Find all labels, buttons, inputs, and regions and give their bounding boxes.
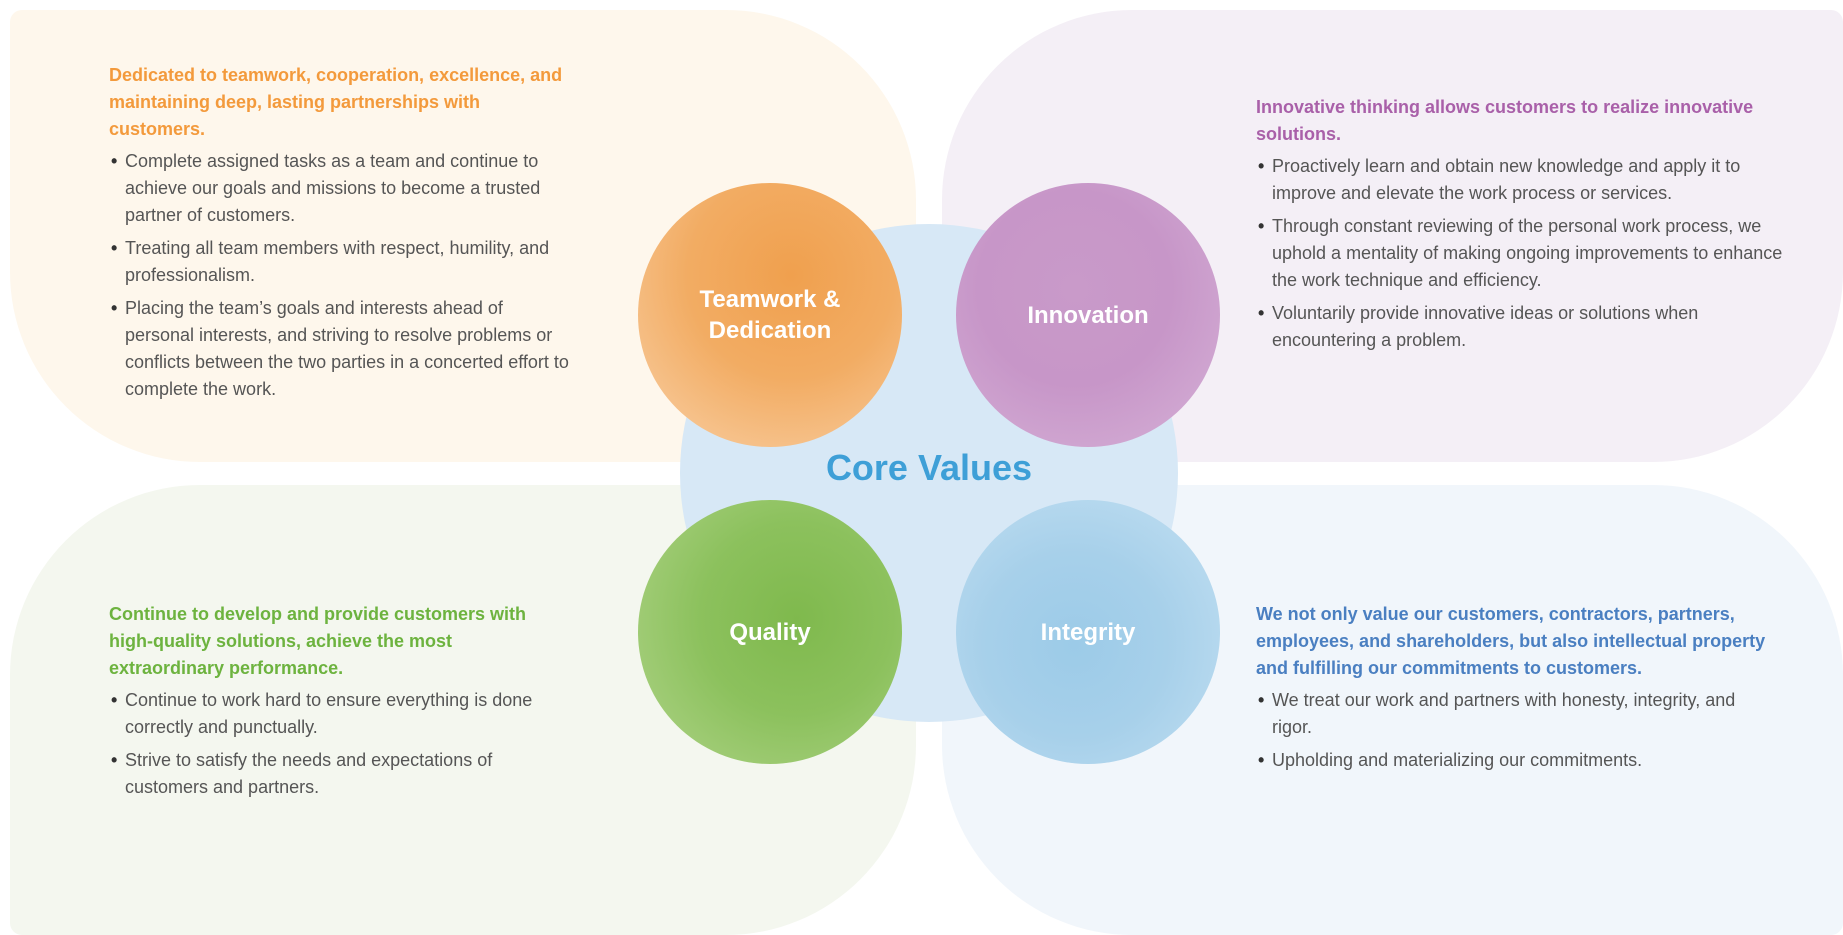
- teamwork-circle-label: Teamwork & Dedication: [699, 286, 841, 344]
- core-values-title: Core Values: [825, 447, 1033, 488]
- innovation-bullet-1: Proactively learn and obtain new knowled…: [1256, 153, 1786, 207]
- integrity-circle: Integrity: [956, 500, 1220, 764]
- integrity-description: We not only value our customers, contrac…: [1256, 601, 1776, 780]
- teamwork-description: Dedicated to teamwork, cooperation, exce…: [109, 62, 569, 409]
- teamwork-headline: Dedicated to teamwork, cooperation, exce…: [109, 65, 563, 139]
- integrity-circle-label: Integrity: [1040, 618, 1136, 646]
- teamwork-bullet-3: Placing the team’s goals and interests a…: [109, 295, 569, 403]
- quality-circle: Quality: [638, 500, 902, 764]
- innovation-bullet-3: Voluntarily provide innovative ideas or …: [1256, 300, 1786, 354]
- integrity-bullet-2: Upholding and materializing our commitme…: [1256, 747, 1776, 774]
- integrity-bullet-list: We treat our work and partners with hone…: [1256, 687, 1776, 774]
- innovation-headline: Innovative thinking allows customers to …: [1256, 97, 1754, 144]
- quality-bullet-1: Continue to work hard to ensure everythi…: [109, 687, 569, 741]
- quality-bullet-2: Strive to satisfy the needs and expectat…: [109, 747, 569, 801]
- quality-headline: Continue to develop and provide customer…: [109, 604, 527, 678]
- quality-circle-label: Quality: [729, 618, 811, 646]
- innovation-circle: Innovation: [956, 183, 1220, 447]
- innovation-circle-label: Innovation: [1027, 301, 1149, 329]
- integrity-headline: We not only value our customers, contrac…: [1256, 604, 1766, 678]
- innovation-description: Innovative thinking allows customers to …: [1256, 94, 1786, 360]
- innovation-bullet-list: Proactively learn and obtain new knowled…: [1256, 153, 1786, 354]
- teamwork-bullet-1: Complete assigned tasks as a team and co…: [109, 148, 569, 229]
- teamwork-bullet-list: Complete assigned tasks as a team and co…: [109, 148, 569, 403]
- teamwork-circle: Teamwork & Dedication: [638, 183, 902, 447]
- teamwork-bullet-2: Treating all team members with respect, …: [109, 235, 569, 289]
- innovation-bullet-2: Through constant reviewing of the person…: [1256, 213, 1786, 294]
- quality-description: Continue to develop and provide customer…: [109, 601, 569, 807]
- integrity-bullet-1: We treat our work and partners with hone…: [1256, 687, 1776, 741]
- quality-bullet-list: Continue to work hard to ensure everythi…: [109, 687, 569, 801]
